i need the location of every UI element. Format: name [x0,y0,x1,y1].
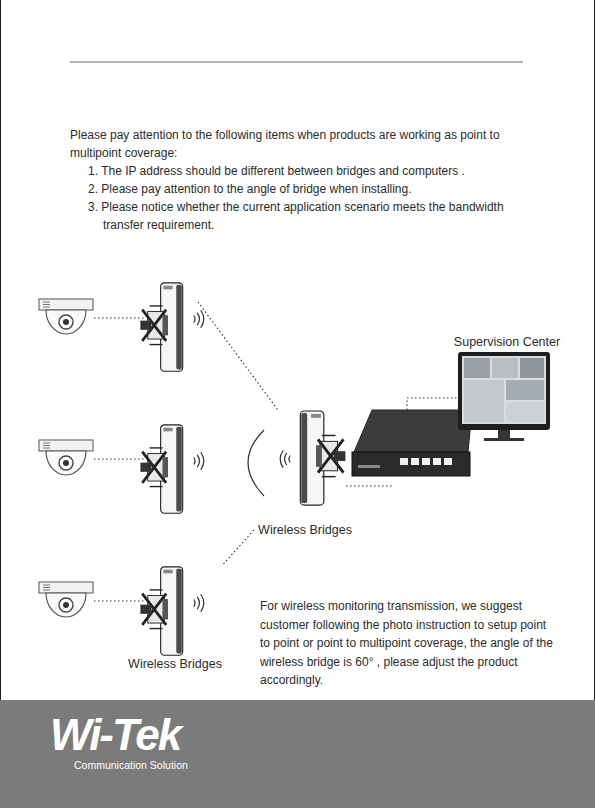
cable-line [346,485,392,486]
brand-tagline: Communication Solution [74,758,188,772]
wifi-symbol [194,452,204,470]
node-label: Wireless Bridges [128,656,222,672]
wifi-symbol [280,450,290,468]
video-tile [464,380,504,422]
port [400,458,408,465]
dome-camera [39,299,93,334]
bridge-node: Wireless Bridges [255,408,355,538]
poe-switch [352,410,472,476]
brand-logo: Wi-Tek [50,712,180,758]
cable-line [94,458,146,459]
wifi-symbol [194,310,204,328]
video-tile [506,402,544,422]
port [422,458,430,465]
page-edge [0,0,1,700]
wireless-bridge [300,411,345,505]
video-tile [506,380,544,400]
monitor-stand [498,430,510,438]
node-label: Supervision Center [454,334,560,350]
footer-band: Wi-TekCommunication Solution [0,700,595,808]
wireless-link [223,529,255,564]
list-item: 3. Please notice whether the current app… [88,198,518,234]
cable-line [407,398,460,410]
list-item: 2. Please pay attention to the angle of … [88,180,543,198]
wifi-symbol [280,450,290,468]
intro-note: Please pay attention to the following it… [70,126,525,162]
dome-camera [39,440,93,475]
video-tile [464,358,490,378]
monitor-bezel [458,352,550,430]
cable-line [94,600,146,601]
port [433,458,441,465]
cameras [39,299,93,617]
port [444,458,452,465]
port [411,458,419,465]
dome-camera [39,582,93,617]
coverage-arc [248,430,264,496]
switch-top [354,410,472,452]
monitor [458,352,550,441]
video-tile [520,358,544,378]
wifi-signals [194,310,291,612]
wireless-bridge [140,567,182,655]
install-note: For wireless monitoring transmission, we… [260,597,554,690]
monitor-screen [462,356,546,424]
video-tile [492,358,518,378]
wireless-link [198,302,278,410]
wireless-bridge [140,283,182,371]
page-edge [594,0,595,700]
header-rule [70,62,523,63]
wifi-symbol [194,594,204,612]
wireless-bridge [140,425,182,513]
led-strip [358,465,380,468]
cable-line [94,317,146,318]
list-item: 1. The IP address should be different be… [88,162,543,180]
node-label: Wireless Bridges [258,522,352,538]
monitor-base [484,438,524,441]
switch-front [352,452,470,476]
bridge-node: Wireless Bridges [122,564,228,672]
central-bridge [300,411,345,505]
monitor-node: Supervision Center [446,334,568,446]
